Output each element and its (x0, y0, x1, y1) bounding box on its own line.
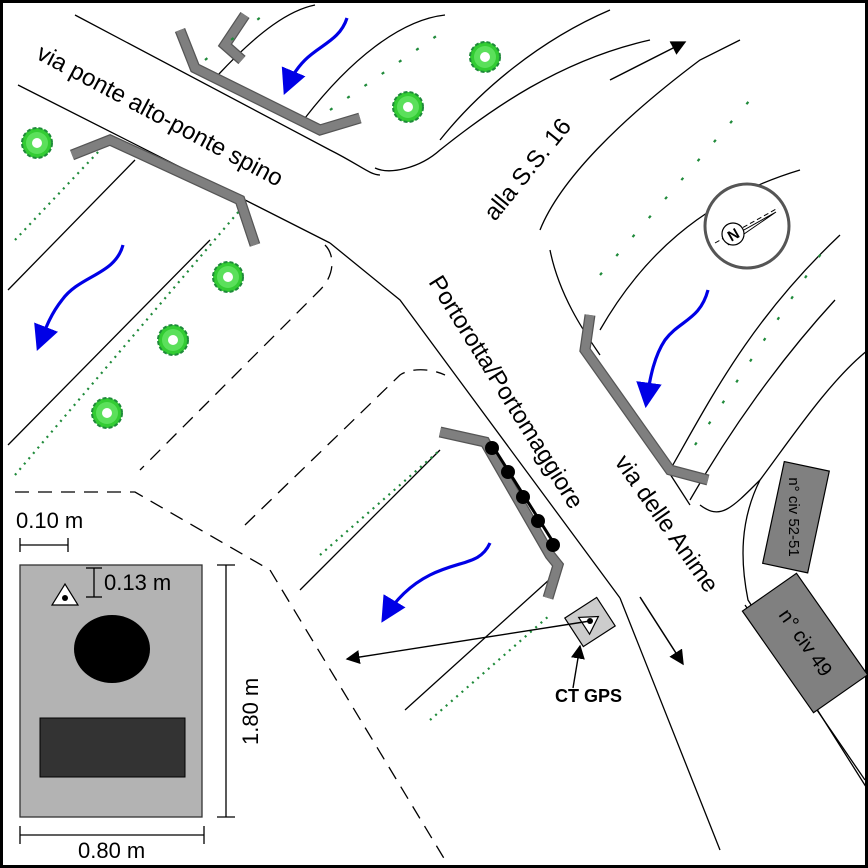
scale-bar-label: 0.10 m (16, 508, 83, 533)
tree-icon (212, 261, 244, 293)
compass-north-icon: N (703, 182, 791, 270)
station-inset-diagram: 0.10 m 0.13 m 1.80 m 0.80 m (16, 508, 263, 863)
tree-icon (392, 91, 424, 123)
building-civ-49: n° civ 49 (741, 572, 868, 714)
tree-icon (469, 41, 501, 73)
distance-arrow (345, 620, 591, 664)
guard-rails (69, 11, 710, 600)
offset-label: 0.13 m (104, 570, 171, 595)
tree-icon (21, 127, 53, 159)
building-civ-52-51: n° civ 52-51 (761, 460, 830, 574)
anime-direction-arrow (639, 596, 684, 666)
hedges (14, 9, 831, 721)
svg-text:n° civ 52-51: n° civ 52-51 (785, 477, 802, 556)
tree-icon (91, 397, 123, 429)
flow-arrows (34, 17, 710, 623)
width-label: 0.80 m (78, 838, 145, 863)
station-pointer-arrow (571, 644, 585, 689)
tree-icon (157, 324, 189, 356)
road-edges (7, 4, 868, 851)
station-label: CT GPS (555, 686, 622, 706)
ss16-direction-arrow (609, 41, 687, 81)
dashed-boundaries (15, 244, 446, 861)
height-label: 1.80 m (238, 678, 263, 745)
